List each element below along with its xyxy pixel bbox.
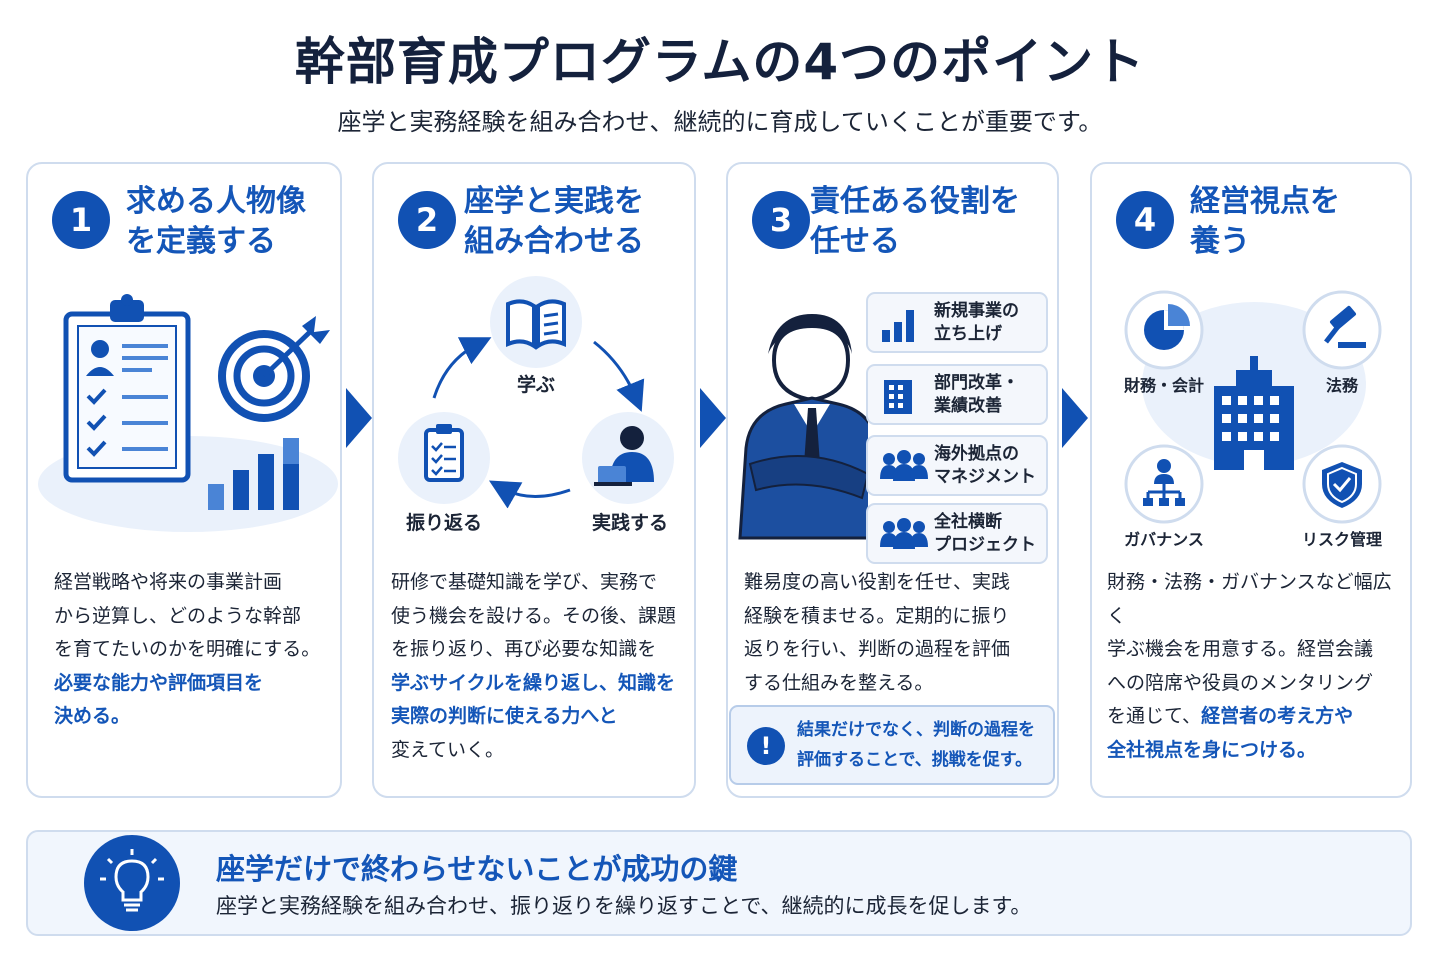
page-title: 幹部育成プログラムの4つのポイント xyxy=(294,33,1146,91)
banner-title: 座学だけで終わらせないことが成功の鍵 xyxy=(216,852,738,886)
role-box: 全社横断 プロジェクト xyxy=(866,503,1048,564)
book-icon xyxy=(506,299,566,350)
area-label-legal: 法務 xyxy=(1325,376,1358,395)
target-arrow-icon xyxy=(218,316,330,422)
clipboard-checklist-icon xyxy=(63,294,191,483)
point-card-4: 4 経営視点を 養う xyxy=(1090,162,1412,798)
flow-arrow-icon xyxy=(346,388,372,448)
card-title: 責任ある役割を 任せる xyxy=(810,184,1020,259)
team-icon xyxy=(880,518,928,549)
card-title: 経営視点を 養う xyxy=(1190,184,1340,259)
card-description: 研修で基礎知識を学び、実務で 使う機会を設ける。その後、課題 を振り返り、再び必… xyxy=(391,571,677,761)
office-building-icon xyxy=(1214,356,1294,470)
person-laptop-icon xyxy=(594,426,654,486)
cycle-label-learn: 学ぶ xyxy=(516,374,555,396)
org-chart-icon xyxy=(1143,459,1185,506)
step-number-badge: 3 xyxy=(752,191,810,249)
gavel-icon xyxy=(1324,305,1366,348)
step-number-badge: 2 xyxy=(398,191,456,249)
banner-text: 座学と実務経験を組み合わせ、振り返りを繰り返すことで、継続的に成長を促します。 xyxy=(216,894,1032,918)
step-number-badge: 1 xyxy=(52,191,110,249)
role-box: 新規事業の 立ち上げ xyxy=(866,292,1048,353)
building-icon xyxy=(884,380,912,414)
role-box: 海外拠点の マネジメント xyxy=(866,435,1048,496)
page-subtitle: 座学と実務経験を組み合わせ、継続的に育成していくことが重要です。 xyxy=(337,108,1103,136)
point-card-2: 2 座学と実践を 組み合わせる xyxy=(372,162,696,798)
key-takeaway-banner: 座学だけで終わらせないことが成功の鍵 座学と実務経験を組み合わせ、振り返りを繰り… xyxy=(26,830,1412,936)
pie-chart-icon xyxy=(1144,304,1190,350)
team-icon xyxy=(880,450,928,481)
clipboard-icon xyxy=(424,424,464,482)
learning-cycle-diagram xyxy=(398,276,674,509)
card-title: 求める人物像 を定義する xyxy=(126,184,306,259)
card1-illustration xyxy=(38,294,338,532)
shield-check-icon xyxy=(1322,462,1362,508)
flow-arrow-icon xyxy=(1062,388,1088,448)
bar-chart-icon xyxy=(208,438,299,510)
key-note-box: ! 結果だけでなく、判断の過程を 評価することで、挑戦を促す。 xyxy=(729,705,1055,785)
area-label-risk: リスク管理 xyxy=(1301,530,1382,549)
cycle-label-reflect: 振り返る xyxy=(405,512,482,534)
management-areas-diagram xyxy=(1124,290,1382,524)
cycle-label-practice: 実践する xyxy=(591,512,668,534)
flow-arrow-icon xyxy=(700,388,726,448)
businessman-icon xyxy=(738,314,868,540)
exclamation-icon: ! xyxy=(747,727,785,765)
card-description: 難易度の高い役割を任せ、実践 経験を積ませる。定期的に振り 返りを行い、判断の過… xyxy=(744,571,1011,694)
area-label-finance: 財務・会計 xyxy=(1123,376,1204,395)
step-number-badge: 4 xyxy=(1116,191,1174,249)
area-label-governance: ガバナンス xyxy=(1124,530,1204,549)
card-description: 財務・法務・ガバナンスなど幅広く 学ぶ機会を用意する。経営会議 への陪席や役員の… xyxy=(1107,571,1392,761)
point-card-1: 1 求める人物像 を定義する xyxy=(26,162,342,798)
bar-chart-icon xyxy=(882,310,914,342)
point-card-3: 3 責任ある役割を 任せる 新規事業の 立ち上げ 部門改革・ xyxy=(726,162,1059,798)
lightbulb-icon xyxy=(84,835,180,931)
card-title: 座学と実践を 組み合わせる xyxy=(464,184,644,259)
role-box: 部門改革・ 業績改善 xyxy=(866,364,1048,425)
card-description: 経営戦略や将来の事業計画 から逆算し、どのような幹部 を育てたいのかを明確にする… xyxy=(54,571,321,727)
